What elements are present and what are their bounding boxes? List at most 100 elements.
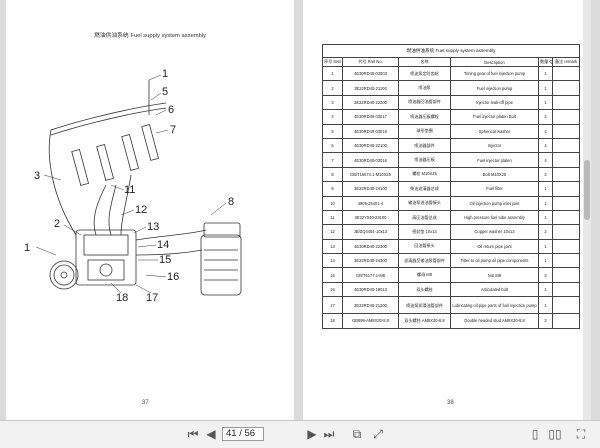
copy-icon[interactable]: ⧉ xyxy=(352,426,362,441)
table-cell: 1 xyxy=(538,296,553,315)
table-cell: 6 xyxy=(322,137,343,154)
injectors xyxy=(71,124,160,186)
fullscreen-icon[interactable]: ⛶ xyxy=(576,426,586,441)
table-cell: 4E30RD40-19013 xyxy=(342,281,399,298)
table-cell xyxy=(551,166,581,183)
table-cell: 4E30RD40-22100 xyxy=(342,137,399,154)
page-number-input[interactable]: 41 / 56 xyxy=(222,427,264,441)
left-page: 燃油供油系统 Fuel supply system assembly xyxy=(6,0,294,420)
table-cell: 输油泵进油管接头 xyxy=(398,195,451,211)
table-cell: 11 xyxy=(322,209,343,226)
callout-12: 12 xyxy=(135,204,147,216)
callout-6: 6 xyxy=(168,104,174,116)
two-page-icon[interactable]: ▯▯ xyxy=(548,427,562,441)
table-cell: 1 xyxy=(538,238,553,255)
callout-13: 13 xyxy=(147,221,159,233)
table-cell: Fuel injector platen xyxy=(450,152,539,168)
table-cell: 4E30RD40-03016 xyxy=(342,152,399,168)
table-cell: 1 xyxy=(538,195,553,211)
table-cell: Fuel injection pump xyxy=(450,80,539,96)
table-cell: 2 xyxy=(538,166,553,183)
leader-lines xyxy=(35,74,227,294)
table-cell: Fuel filter xyxy=(450,181,539,197)
table-cell: 4E30RD40-03017 xyxy=(342,109,399,125)
table-cell: 1 xyxy=(538,94,553,111)
table-cell xyxy=(551,137,581,154)
table-cell xyxy=(551,94,581,111)
table-cell xyxy=(551,152,581,168)
table-cell: 4 xyxy=(538,152,553,168)
table-cell: 2 xyxy=(538,224,553,240)
table-cell: Oil injection pump inlet joint xyxy=(450,195,539,211)
fuel-system-diagram: 1 5 6 7 3 1 2 8 11 12 13 14 15 16 17 18 xyxy=(24,68,242,304)
callout-8: 8 xyxy=(228,196,234,208)
table-cell: 喷油泵 xyxy=(398,80,451,96)
table-cell: Spherical washer xyxy=(450,123,539,139)
left-page-number: 37 xyxy=(142,400,149,406)
prev-page-icon[interactable]: ◀ xyxy=(206,427,216,441)
table-cell: 5 xyxy=(322,123,343,139)
scroll-thumb[interactable] xyxy=(584,160,590,220)
table-cell: Double headed stud AM8X30-8.8 xyxy=(450,313,539,329)
table-cell: 喷油器压板 xyxy=(398,152,451,168)
callout-1: 1 xyxy=(24,242,30,254)
fit-icon[interactable]: ⤢ xyxy=(373,426,383,441)
callout-16: 16 xyxy=(167,271,179,283)
table-cell xyxy=(551,80,581,96)
table-cell: 3E22Y040-23100 xyxy=(342,209,399,226)
callout-17: 17 xyxy=(146,292,158,304)
table-cell: 4E30RD40-22300 xyxy=(342,238,399,255)
next-page-icon[interactable]: ▶ xyxy=(307,427,317,441)
table-cell: 1 xyxy=(538,65,553,82)
table-cell: 1 xyxy=(322,65,343,82)
table-cell: 双头螺柱 xyxy=(398,281,451,298)
table-cell: 14 xyxy=(322,253,343,269)
table-cell: 4E30RD40-03003 xyxy=(342,65,399,82)
table-cell xyxy=(551,238,581,255)
table-cell xyxy=(551,109,581,125)
table-cell xyxy=(551,65,581,82)
callout-2: 2 xyxy=(54,218,60,230)
table-cell: 球形垫圈 xyxy=(398,123,451,139)
table-cell: 滤清器至输油泵管部件 xyxy=(398,253,451,269)
table-cell: Fuel injector platen Bolt xyxy=(450,109,539,125)
callout-4: 1 xyxy=(162,68,168,80)
table-cell: 喷油器回油管部件 xyxy=(398,94,451,111)
table-cell: 密封垫 10x13 xyxy=(398,224,451,240)
table-cell: 16 xyxy=(322,281,343,298)
table-title-row: 燃油供油系统 Fuel supply system assembly xyxy=(321,44,581,58)
table-cell xyxy=(551,267,581,283)
table-cell: 9 xyxy=(322,181,343,197)
table-cell: High pressure fuel tube assembly xyxy=(450,209,539,226)
table-cell: 喷油器部件 xyxy=(398,137,451,154)
table-cell: Injector xyxy=(450,137,539,154)
table-cell: Copper washer 10x13 xyxy=(450,224,539,240)
table-cell: 3E22RD40-22200 xyxy=(342,94,399,111)
table-cell: 1 xyxy=(538,253,553,269)
vertical-scrollbar[interactable] xyxy=(583,0,591,420)
table-cell: 10 xyxy=(322,195,343,211)
callout-3: 3 xyxy=(34,170,40,182)
first-page-icon[interactable]: ⏮ xyxy=(187,426,199,441)
table-cell: JB/ZQ4454-10x13 xyxy=(342,224,399,240)
table-cell: 3 xyxy=(322,94,343,111)
single-page-icon[interactable]: ▯ xyxy=(531,427,539,441)
table-cell: Oil return pipe joint xyxy=(450,238,539,255)
table-cell: 4 xyxy=(322,109,343,125)
table-cell: 15 xyxy=(322,267,343,283)
table-cell: 3E22RD40-21100 xyxy=(342,80,399,96)
header-qty: 数量 Qty xyxy=(538,57,553,67)
table-cell: 4 xyxy=(538,123,553,139)
right-page-number: 38 xyxy=(447,400,454,406)
table-cell xyxy=(551,209,581,226)
table-cell: 柴油滤清器总成 xyxy=(398,181,451,197)
last-page-icon[interactable]: ⏭ xyxy=(323,426,335,441)
